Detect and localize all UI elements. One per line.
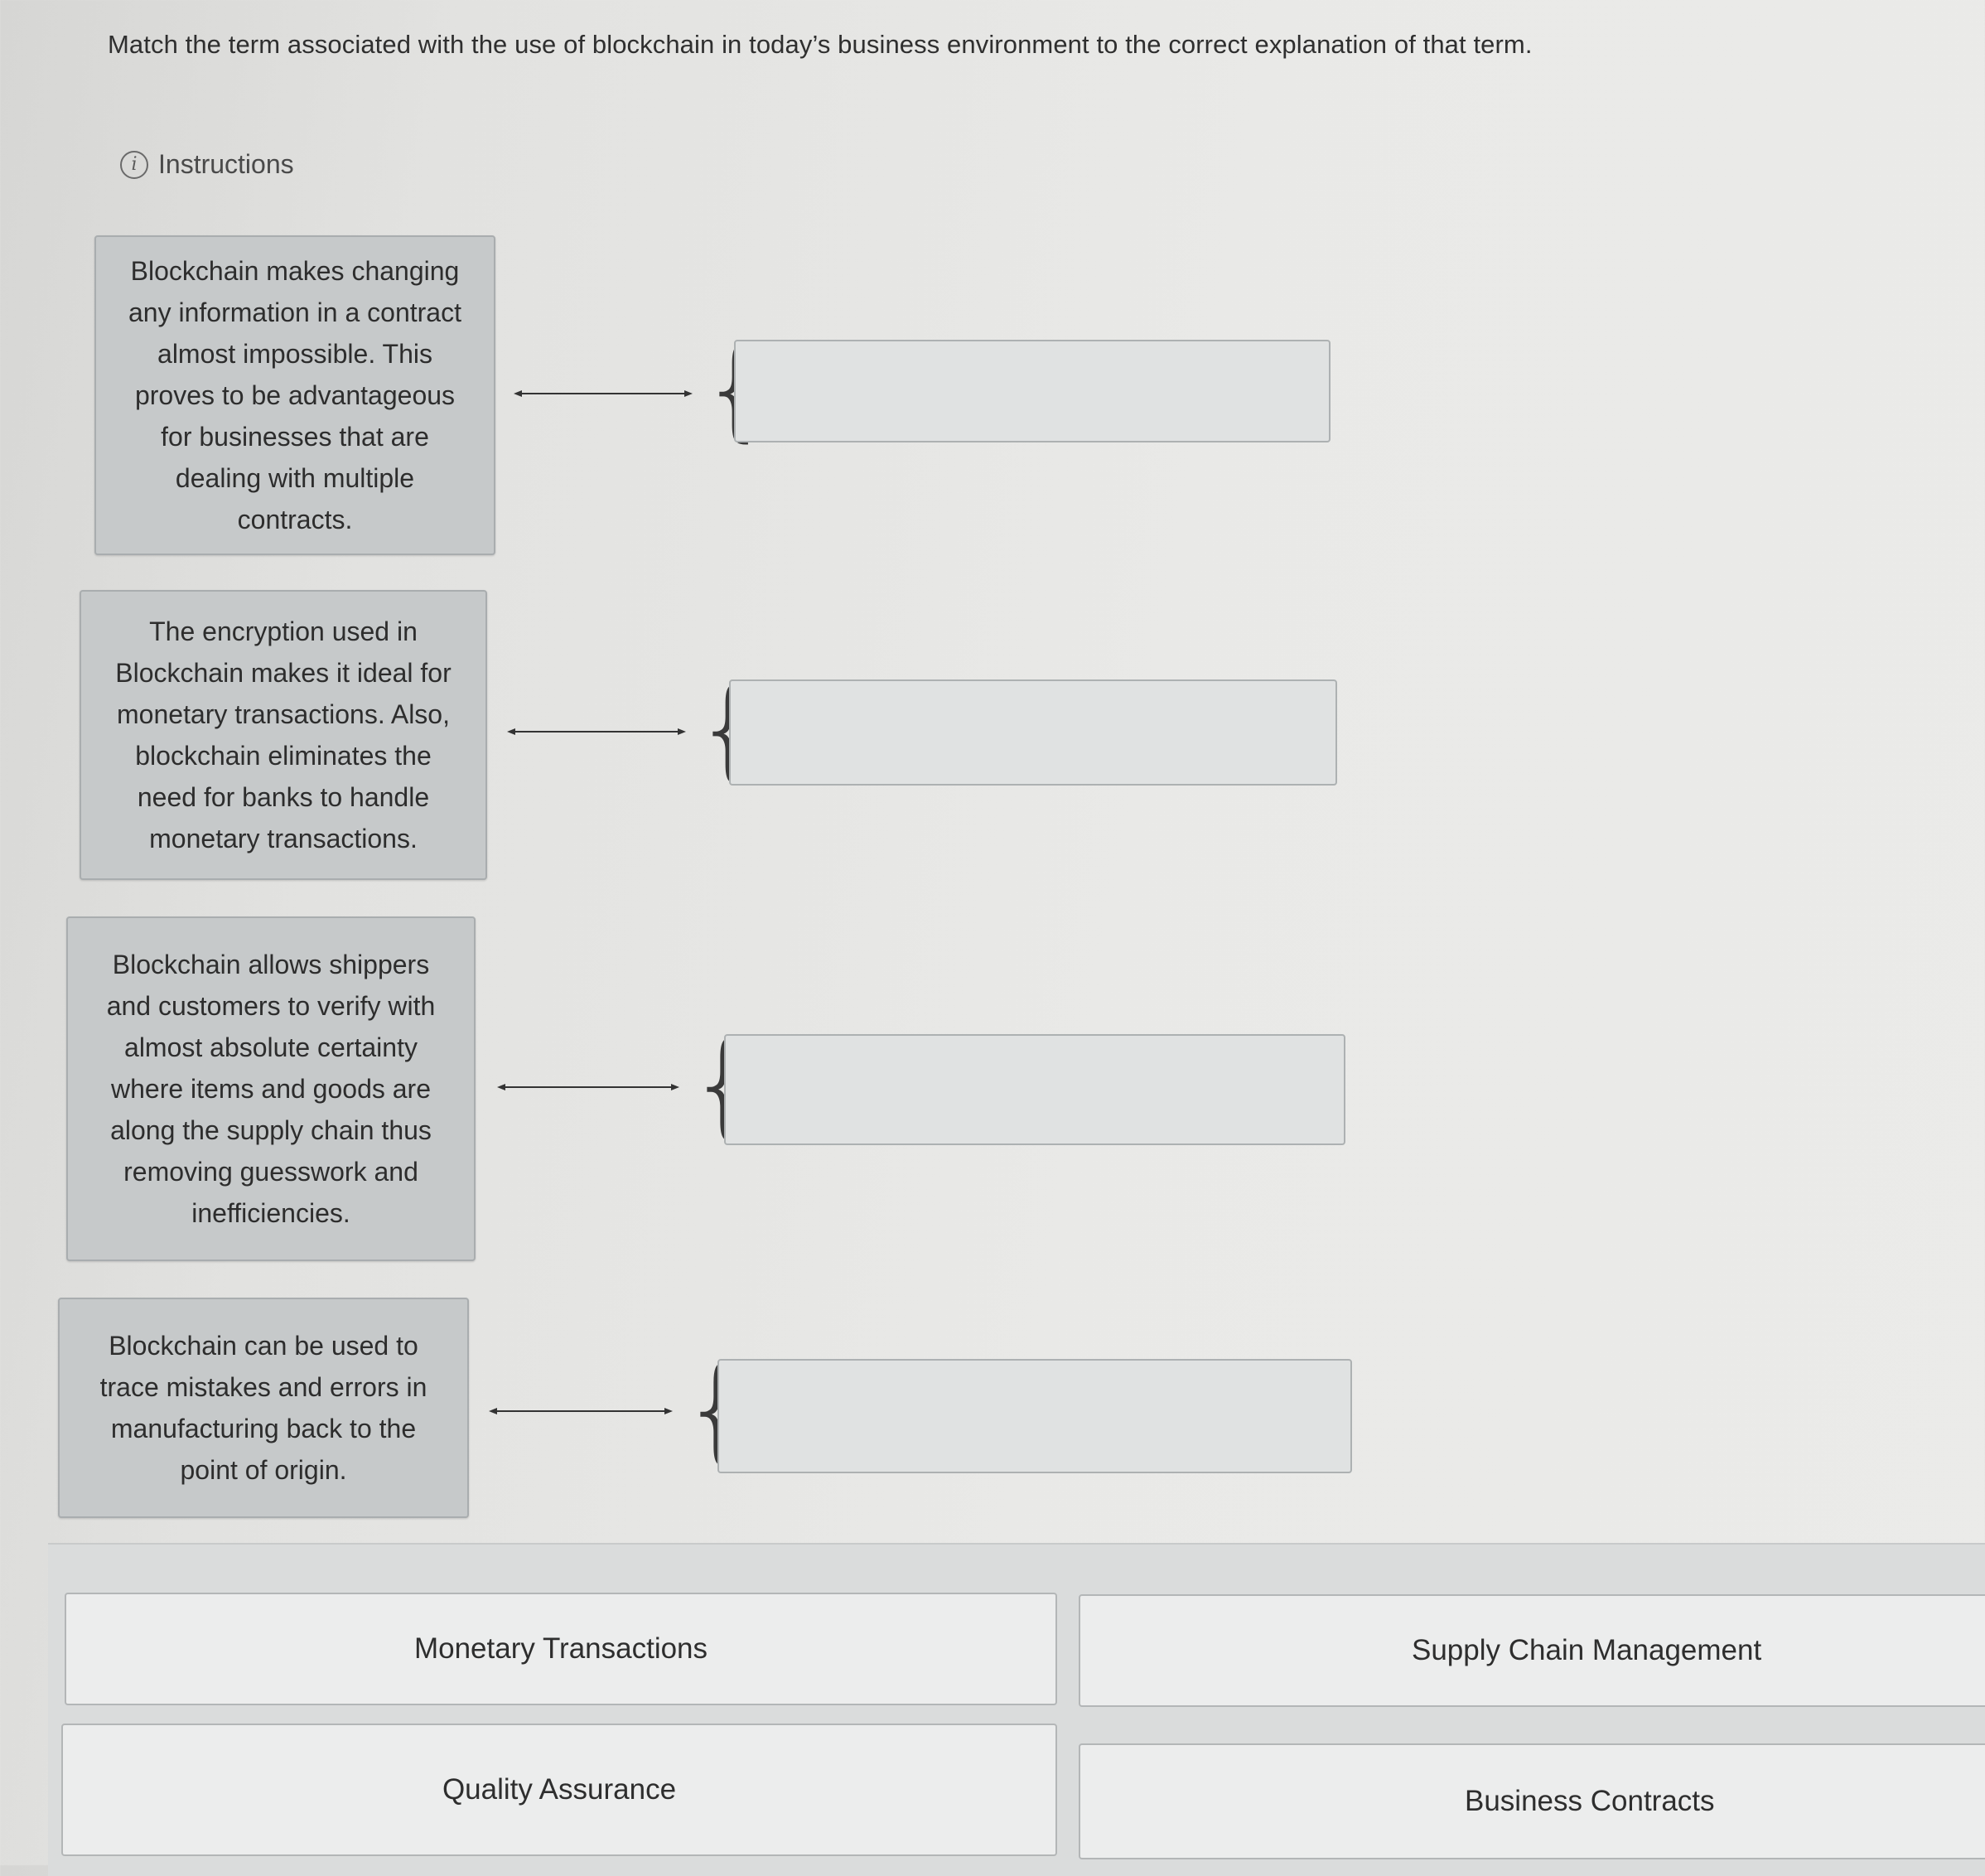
option-monetary-transactions[interactable]: Monetary Transactions bbox=[65, 1593, 1057, 1705]
drop-target-2[interactable] bbox=[729, 679, 1337, 786]
connector-arrow-4 bbox=[489, 1403, 673, 1419]
connector-arrow-1 bbox=[514, 385, 693, 402]
question-prompt: Match the term associated with the use o… bbox=[108, 30, 1533, 59]
drop-target-4[interactable] bbox=[717, 1359, 1352, 1473]
connector-arrow-3 bbox=[497, 1079, 679, 1095]
option-quality-assurance[interactable]: Quality Assurance bbox=[61, 1724, 1057, 1856]
instructions-link[interactable]: i Instructions bbox=[120, 149, 294, 180]
instructions-label: Instructions bbox=[158, 149, 294, 179]
option-supply-chain-management[interactable]: Supply Chain Management bbox=[1079, 1594, 1985, 1707]
explanation-card-2: The encryption used in Blockchain makes … bbox=[80, 590, 487, 880]
drop-target-3[interactable] bbox=[724, 1034, 1345, 1145]
explanation-card-4: Blockchain can be used to trace mistakes… bbox=[58, 1298, 469, 1518]
connector-arrow-2 bbox=[507, 723, 686, 740]
explanation-card-1: Blockchain makes changing any informatio… bbox=[94, 235, 495, 555]
explanation-card-3: Blockchain allows shippers and customers… bbox=[66, 916, 476, 1261]
drop-target-1[interactable] bbox=[734, 340, 1331, 442]
option-business-contracts[interactable]: Business Contracts bbox=[1079, 1743, 1985, 1859]
info-icon: i bbox=[120, 150, 148, 179]
